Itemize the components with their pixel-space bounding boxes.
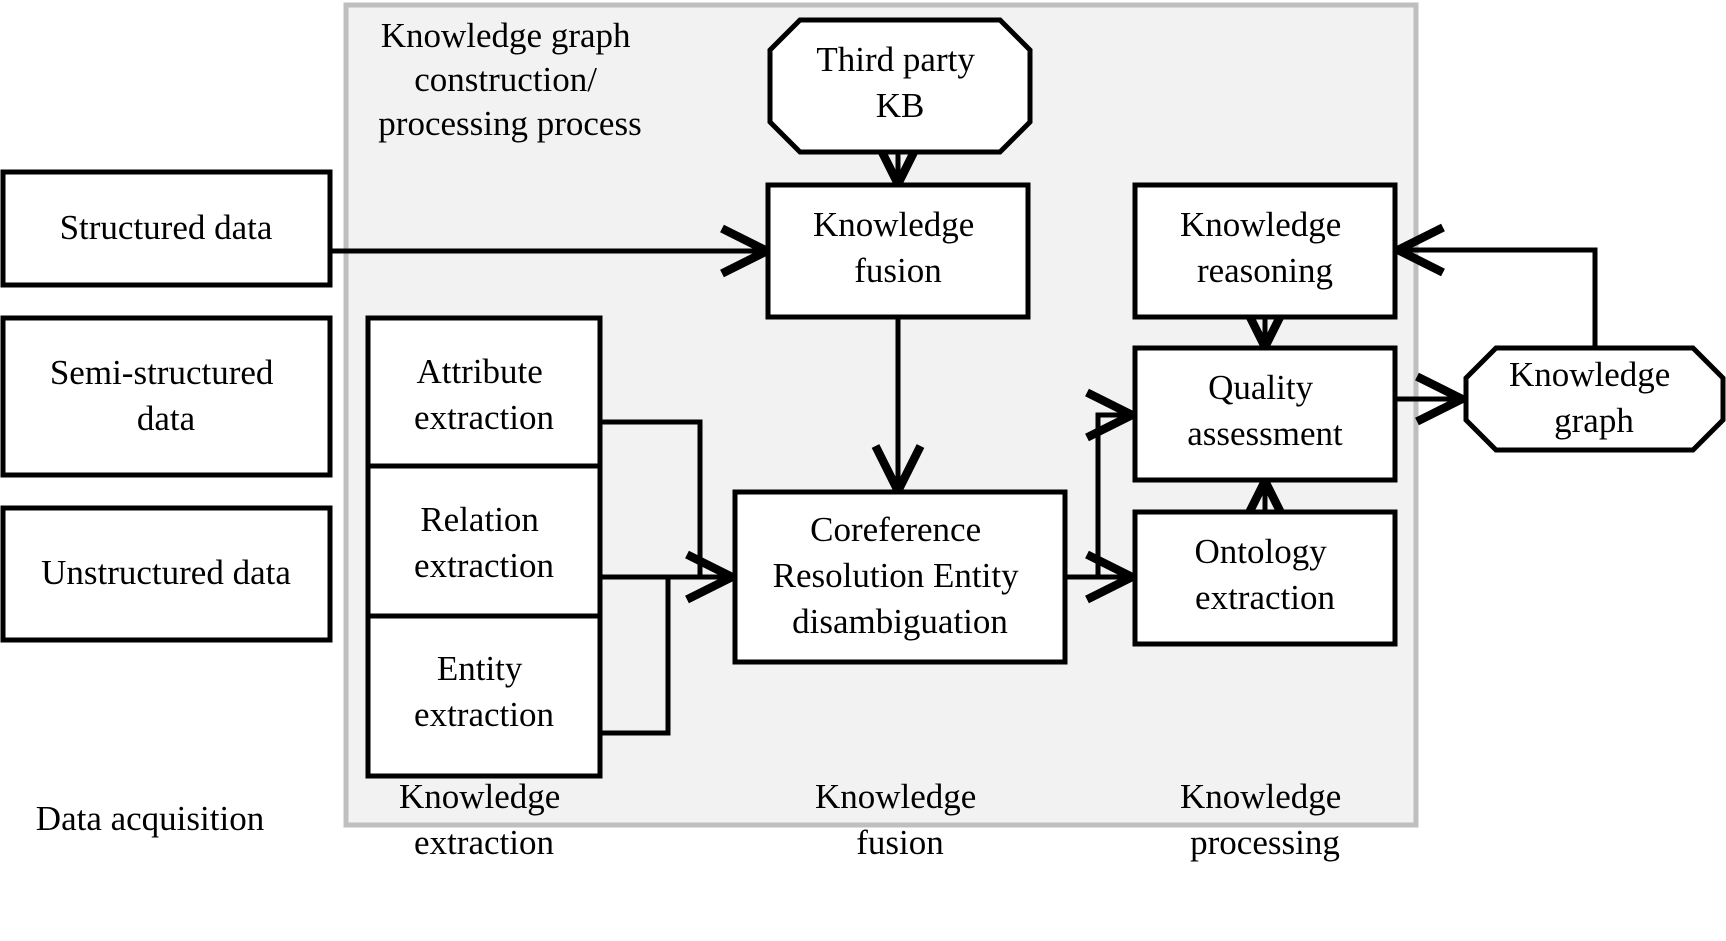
node-knowledge-fusion-label-1: Knowledge <box>813 205 974 244</box>
svg-text:Ontology extraction: Ontology extraction <box>1195 532 1336 617</box>
node-coreference-resolution[interactable]: Coreference Resolution Entity disambigua… <box>732 489 1068 665</box>
edge-coreference-to-quality <box>1098 415 1130 577</box>
node-structured-data-label: Structured data <box>60 208 273 247</box>
node-knowledge-graph-label-1: Knowledge <box>1509 355 1670 394</box>
svg-text:Semi-structured data: Semi-structured data <box>50 353 282 438</box>
edge-attribute-to-bus <box>600 419 703 577</box>
stage-label-knowledge-extraction-line-2: extraction <box>414 823 554 862</box>
stage-label-knowledge-fusion-line-1: Knowledge <box>815 777 976 816</box>
node-quality-assessment[interactable]: Quality assessment <box>1132 345 1398 483</box>
node-entity-extraction-label-1: Entity <box>437 649 523 688</box>
panel-title-line-2: construction/ <box>414 60 597 99</box>
node-relation-extraction-label-1: Relation <box>420 500 539 539</box>
node-semi-structured-data-label-2: data <box>137 399 196 438</box>
node-third-party-kb[interactable]: Third party KB <box>767 17 1033 155</box>
node-attribute-extraction[interactable]: Attribute extraction <box>365 315 603 481</box>
node-knowledge-reasoning-label-2: reasoning <box>1197 251 1333 290</box>
node-entity-extraction[interactable]: Entity extraction <box>365 613 603 779</box>
svg-text:Coreference Resolution E: Coreference Resolution Entity disambigua… <box>773 510 1028 641</box>
stage-label-knowledge-processing: Knowledge processing <box>1180 777 1350 862</box>
stage-label-knowledge-fusion: Knowledge fusion <box>815 777 985 862</box>
node-ontology-extraction-label-1: Ontology <box>1195 532 1328 571</box>
svg-text:Structured data: Structured data <box>60 208 273 247</box>
stage-label-knowledge-fusion-line-2: fusion <box>856 823 944 862</box>
svg-text:Entity extraction: Entity extraction <box>414 649 554 734</box>
node-knowledge-fusion-label-2: fusion <box>854 251 942 290</box>
stage-label-data-acquisition-line-1: Data acquisition <box>36 799 264 838</box>
node-knowledge-reasoning[interactable]: Knowledge reasoning <box>1132 182 1398 320</box>
panel-title-line-1: Knowledge graph <box>381 16 631 55</box>
node-unstructured-data-label: Unstructured data <box>41 553 291 592</box>
node-entity-extraction-label-2: extraction <box>414 695 554 734</box>
svg-text:Knowledge fusion: Knowledge fusion <box>813 205 983 290</box>
node-knowledge-fusion[interactable]: Knowledge fusion <box>765 182 1031 320</box>
svg-text:Quality assessment: Quality assessment <box>1187 368 1343 453</box>
node-knowledge-graph-label-2: graph <box>1554 401 1634 440</box>
node-relation-extraction[interactable]: Relation extraction <box>365 463 603 629</box>
node-coreference-resolution-label-3: disambiguation <box>792 602 1008 641</box>
stage-label-knowledge-extraction: Knowledge extraction <box>399 777 569 862</box>
stage-label-knowledge-extraction-line-1: Knowledge <box>399 777 560 816</box>
node-third-party-kb-label-2: KB <box>876 86 925 125</box>
stage-label-knowledge-processing-line-2: processing <box>1190 823 1340 862</box>
node-third-party-kb-label-1: Third party <box>816 40 975 79</box>
node-ontology-extraction-label-2: extraction <box>1195 578 1335 617</box>
node-quality-assessment-label-1: Quality <box>1208 368 1313 407</box>
svg-text:Knowledge reasoning: Knowledge reasoning <box>1180 205 1350 290</box>
node-coreference-resolution-label-2: Resolution Entity <box>773 556 1019 595</box>
panel-title-line-3: processing process <box>378 104 641 143</box>
svg-text:Attribute extraction: Attribute extraction <box>414 352 554 437</box>
edge-knowledge-graph-to-reasoning <box>1400 250 1598 348</box>
node-knowledge-reasoning-label-1: Knowledge <box>1180 205 1341 244</box>
node-ontology-extraction[interactable]: Ontology extraction <box>1132 509 1398 647</box>
edge-entity-to-bus <box>600 577 671 736</box>
stage-label-data-acquisition: Data acquisition <box>36 799 264 838</box>
svg-text:Unstructured data: Unstructured data <box>41 553 291 592</box>
svg-text:Relation extraction: Relation extraction <box>414 500 554 585</box>
panel-title: Knowledge graph construction/ processing… <box>378 16 641 143</box>
node-attribute-extraction-label-1: Attribute <box>416 352 542 391</box>
node-relation-extraction-label-2: extraction <box>414 546 554 585</box>
node-coreference-resolution-label-1: Coreference <box>810 510 981 549</box>
node-semi-structured-data[interactable]: Semi-structured data <box>0 315 333 478</box>
node-unstructured-data[interactable]: Unstructured data <box>0 505 333 643</box>
svg-text:Knowledge graph: Knowledge graph <box>1509 355 1679 440</box>
node-structured-data[interactable]: Structured data <box>0 169 333 288</box>
node-knowledge-graph[interactable]: Knowledge graph <box>1463 345 1726 453</box>
node-quality-assessment-label-2: assessment <box>1187 414 1343 453</box>
svg-text:Third party KB: Third party KB <box>816 40 983 125</box>
node-semi-structured-data-label-1: Semi-structured <box>50 353 274 392</box>
node-attribute-extraction-label-2: extraction <box>414 398 554 437</box>
stage-label-knowledge-processing-line-1: Knowledge <box>1180 777 1341 816</box>
